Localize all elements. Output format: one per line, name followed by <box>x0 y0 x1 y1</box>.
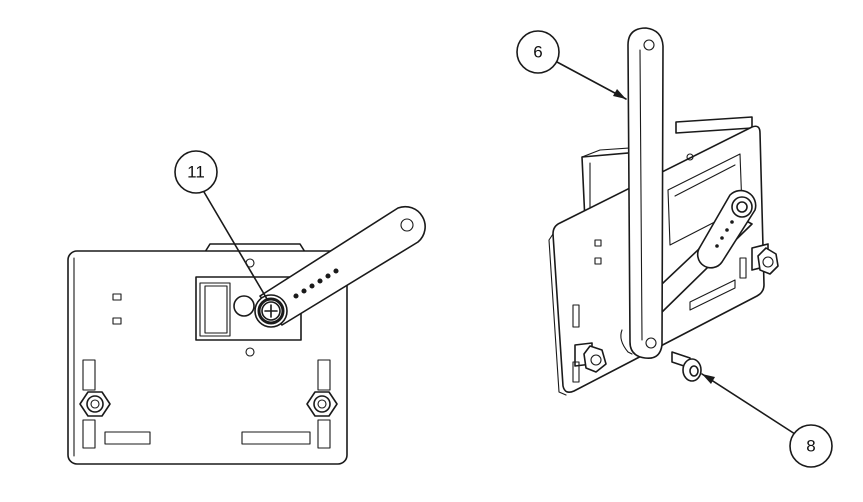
slot-diagonal <box>689 279 736 311</box>
screw-cross-icon <box>264 304 278 318</box>
mount-hole <box>245 347 255 357</box>
slot-left-top <box>82 359 96 391</box>
right-nut-lower <box>574 342 607 373</box>
left-horn-arm <box>259 205 426 326</box>
callout-label-6: 6 <box>533 43 542 62</box>
slot-bottom-right <box>241 431 311 445</box>
slot-right-top <box>317 359 331 391</box>
callout-bubble-6 <box>516 30 560 74</box>
callout-label-11: 11 <box>187 163 205 182</box>
back-bracket-top <box>675 116 753 134</box>
tall-arm-edge <box>639 49 643 341</box>
callout-bubble-11 <box>174 150 218 194</box>
slot <box>572 304 580 328</box>
arm-pivot <box>620 329 633 355</box>
servo-opening-inner <box>674 164 736 197</box>
square-hole <box>112 293 122 301</box>
slot-bottom-left <box>104 431 151 445</box>
right-horn-screw <box>736 201 748 213</box>
slot <box>739 257 747 279</box>
square-hole <box>594 239 602 247</box>
horn-holes <box>293 268 339 299</box>
square-hole <box>112 317 122 325</box>
mount-hole <box>686 153 694 161</box>
arrowhead-icon <box>613 89 626 99</box>
shoulder-screw <box>671 351 702 382</box>
tall-arm-top-hole <box>643 39 655 51</box>
slot <box>572 361 580 383</box>
square-hole <box>594 257 602 265</box>
callout-leader-6 <box>556 61 627 100</box>
tall-arm <box>627 27 664 360</box>
callout-label-8: 8 <box>806 437 815 456</box>
left-assembly: 11 <box>67 150 426 465</box>
plate-thickness <box>548 233 567 396</box>
callout-bubble-8 <box>789 424 833 468</box>
servo-window <box>204 285 228 334</box>
right-horn-holes <box>715 220 734 248</box>
right-nut <box>306 391 338 417</box>
right-nut-upper <box>751 243 779 275</box>
callout-leader-8 <box>701 373 796 435</box>
slot-left-bottom <box>82 419 96 449</box>
arrowhead-icon <box>702 374 715 384</box>
slot-right-bottom <box>317 419 331 449</box>
callout-leader-11 <box>203 191 268 300</box>
tall-arm-bottom-hole <box>645 337 657 349</box>
right-horn-hub <box>731 196 753 218</box>
horn-end-hole <box>400 218 414 232</box>
servo-window-outer <box>199 282 231 337</box>
right-assembly: 6 8 <box>516 27 833 468</box>
left-nut <box>79 391 111 417</box>
servo-gear-boss <box>233 295 255 317</box>
horn-hub-ring <box>257 297 285 325</box>
